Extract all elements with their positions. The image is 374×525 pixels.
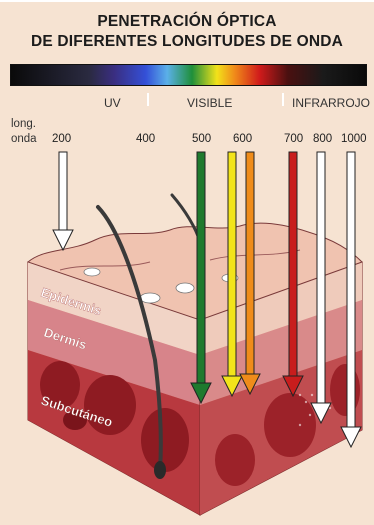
arrow-200nm xyxy=(53,152,73,250)
